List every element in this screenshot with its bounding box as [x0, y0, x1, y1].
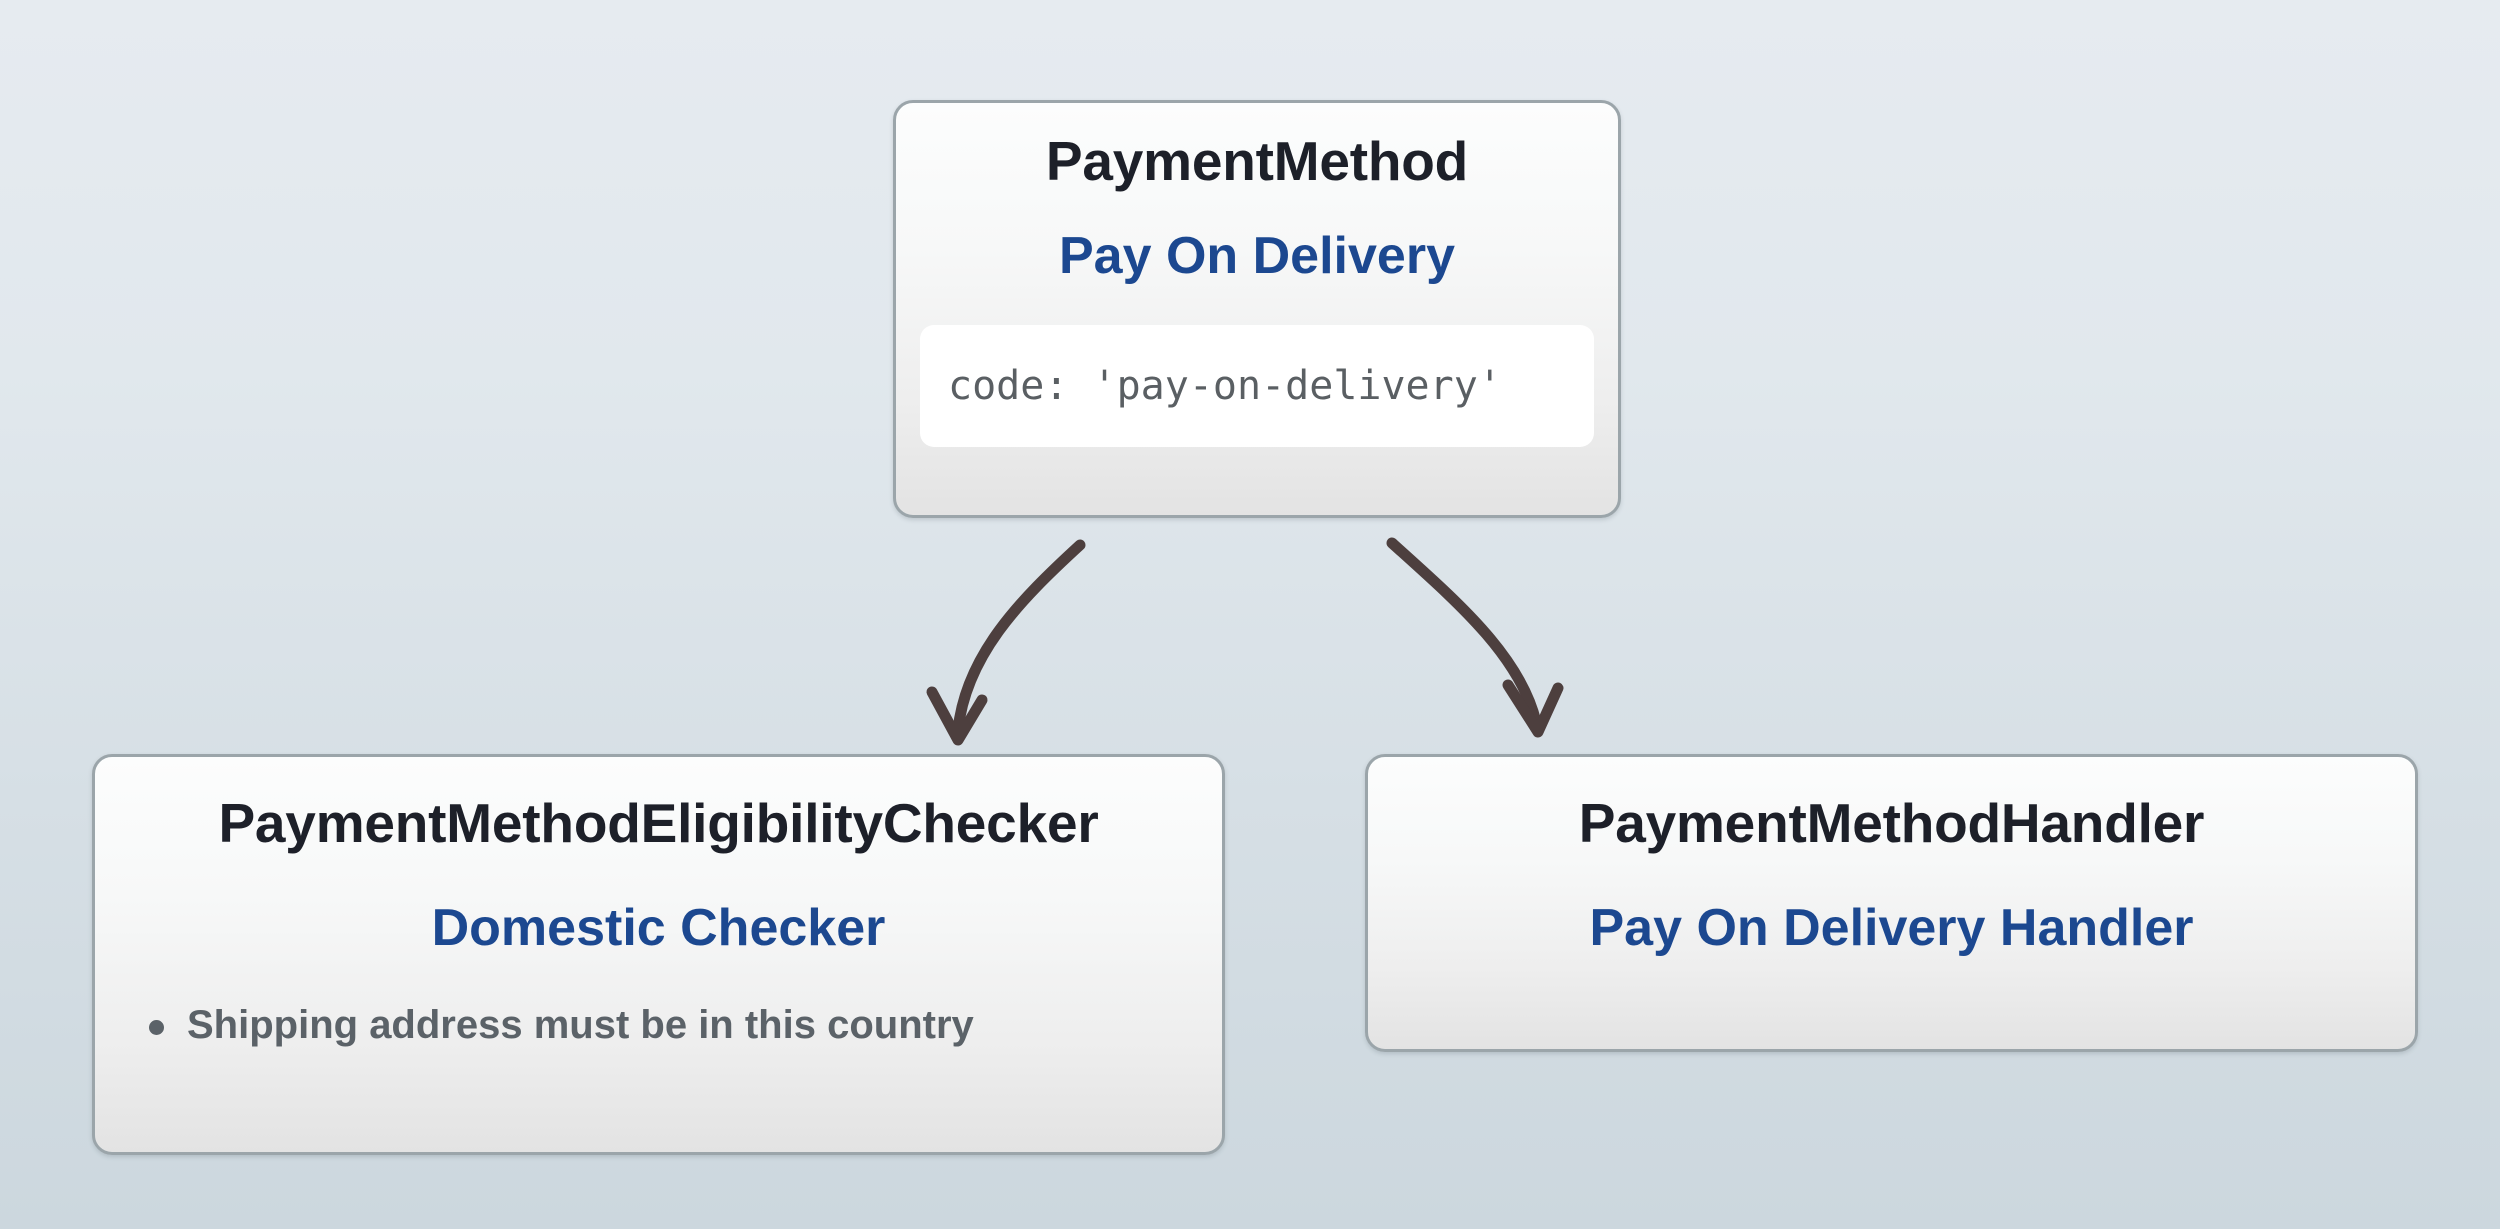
node-eligibility-checker-bullet-list: Shipping address must be in this country [123, 1003, 1194, 1047]
edge-root-to-handler-arrowhead [1502, 679, 1564, 738]
node-eligibility-checker[interactable]: PaymentMethodEligibilityChecker Domestic… [92, 754, 1225, 1155]
node-payment-method-code-chip: code: 'pay-on-delivery' [920, 325, 1594, 448]
edge-root-to-handler [1386, 537, 1542, 728]
list-item: Shipping address must be in this country [123, 1003, 1194, 1047]
node-payment-method-handler-type-label: PaymentMethodHandler [1578, 792, 2205, 854]
node-payment-method[interactable]: PaymentMethod Pay On Delivery code: 'pay… [893, 100, 1621, 518]
node-payment-method-type-label: PaymentMethod [1045, 130, 1469, 192]
edge-root-to-checker [952, 539, 1086, 736]
node-eligibility-checker-name-label: Domestic Checker [431, 898, 886, 957]
node-payment-method-handler[interactable]: PaymentMethodHandler Pay On Delivery Han… [1365, 754, 2418, 1052]
edge-root-to-checker-arrowhead [926, 686, 988, 746]
node-payment-method-name-label: Pay On Delivery [1059, 226, 1455, 285]
node-payment-method-handler-name-label: Pay On Delivery Handler [1589, 898, 2194, 957]
node-eligibility-checker-type-label: PaymentMethodEligibilityChecker [218, 792, 1099, 854]
